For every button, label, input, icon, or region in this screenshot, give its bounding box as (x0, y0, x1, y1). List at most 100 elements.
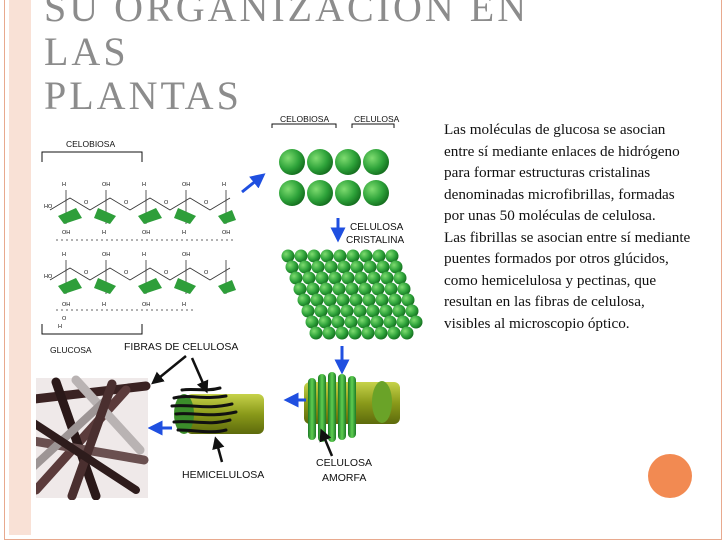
svg-text:O: O (124, 200, 129, 206)
crystal-sphere (324, 260, 338, 274)
crystal-sphere (361, 326, 375, 340)
crystal-sphere (357, 315, 371, 329)
crystal-sphere (315, 271, 329, 285)
crystal-sphere (393, 271, 407, 285)
svg-text:O: O (84, 270, 89, 276)
crystal-sphere (319, 282, 333, 296)
svg-text:O: O (204, 270, 209, 276)
svg-text:H: H (58, 324, 62, 330)
svg-text:OH: OH (102, 182, 110, 188)
crystal-sphere (337, 260, 351, 274)
celobiosa-spheres (279, 149, 389, 206)
crystal-sphere (400, 326, 414, 340)
crystal-sphere (340, 304, 354, 318)
pointer-celulosa-amorfa (319, 428, 334, 457)
crystal-sphere (388, 293, 402, 307)
crystal-sphere (320, 249, 334, 263)
crystal-sphere (285, 260, 299, 274)
crystal-sphere (385, 249, 399, 263)
crystal-sphere (370, 315, 384, 329)
svg-text:OH: OH (142, 230, 150, 236)
crystal-sphere (392, 304, 406, 318)
slide-frame (4, 0, 722, 540)
label-glucosa: GLUCOSA (50, 345, 92, 355)
svg-text:OH: OH (182, 252, 190, 258)
crystal-sphere (311, 260, 325, 274)
crystal-sphere (323, 293, 337, 307)
svg-text:OH: OH (222, 230, 230, 236)
crystal-sphere (384, 282, 398, 296)
svg-text:H: H (142, 252, 146, 258)
crystal-sphere (294, 249, 308, 263)
crystal-sphere (297, 293, 311, 307)
label-celobiosa-left: CELOBIOSA (66, 139, 115, 149)
label-celulosa-cristalina: CELULOSA CRISTALINA (346, 222, 404, 246)
crystal-sphere (409, 315, 423, 329)
svg-text:HO: HO (44, 204, 53, 210)
crystal-sphere (362, 293, 376, 307)
svg-text:O: O (164, 200, 169, 206)
svg-text:O: O (124, 270, 129, 276)
crystal-sphere (335, 326, 349, 340)
crystalline-cellulose-block (281, 249, 423, 340)
crystal-sphere (350, 260, 364, 274)
microfibril-bundle (304, 372, 400, 442)
crystal-sphere (305, 315, 319, 329)
pointer-fibras (151, 355, 187, 385)
crystal-sphere (367, 271, 381, 285)
arrow-molecule-to-balls (241, 173, 266, 194)
crystal-sphere (353, 304, 367, 318)
crystal-sphere (376, 260, 390, 274)
svg-text:HO: HO (44, 274, 53, 280)
crystal-sphere (387, 326, 401, 340)
crystal-sphere (354, 271, 368, 285)
crystal-sphere (348, 326, 362, 340)
paragraph-microfibrillas: Las moléculas de glucosa se asocian entr… (444, 121, 680, 224)
crystal-sphere (341, 271, 355, 285)
crystal-sphere (333, 249, 347, 263)
crystal-sphere (289, 271, 303, 285)
crystal-sphere (293, 282, 307, 296)
svg-text:CELULOSA: CELULOSA (350, 222, 404, 233)
svg-text:CELULOSA: CELULOSA (354, 114, 400, 124)
crystal-sphere (405, 304, 419, 318)
crystal-sphere (372, 249, 386, 263)
label-fibras-de-celulosa: FIBRAS DE CELULOSA (124, 341, 238, 353)
svg-text:O: O (62, 316, 67, 322)
crystal-sphere (336, 293, 350, 307)
crystal-sphere (366, 304, 380, 318)
crystal-sphere (345, 282, 359, 296)
crystal-sphere (396, 315, 410, 329)
svg-text:O: O (164, 270, 169, 276)
pointer-hemicelulosa-top (190, 357, 209, 394)
svg-text:CELULOSA: CELULOSA (316, 457, 372, 469)
crystal-sphere (307, 249, 321, 263)
crystal-sphere (309, 326, 323, 340)
svg-text:H: H (62, 182, 66, 188)
svg-text:AMORFA: AMORFA (322, 472, 366, 484)
crystal-sphere (331, 315, 345, 329)
crystal-sphere (327, 304, 341, 318)
title-line-2: PLANTAS (44, 73, 242, 118)
decorative-side-strip (9, 0, 31, 535)
crystal-sphere (349, 293, 363, 307)
slide-title: SU ORGANIZACIÓN EN LAS PLANTAS (44, 0, 604, 118)
crystal-sphere (379, 304, 393, 318)
crystal-sphere (371, 282, 385, 296)
crystal-sphere (359, 249, 373, 263)
label-celulosa-top: CELULOSA (351, 114, 400, 128)
crystal-sphere (401, 293, 415, 307)
crystal-sphere (358, 282, 372, 296)
label-hemicelulosa: HEMICELULOSA (182, 469, 264, 481)
hemicellulose-bundle (170, 386, 264, 434)
svg-text:O: O (84, 200, 89, 206)
crystal-sphere (301, 304, 315, 318)
crystal-sphere (302, 271, 316, 285)
crystal-sphere (318, 315, 332, 329)
crystal-sphere (389, 260, 403, 274)
svg-text:H: H (142, 182, 146, 188)
svg-text:OH: OH (182, 182, 190, 188)
crystal-sphere (374, 326, 388, 340)
svg-text:OH: OH (142, 302, 150, 308)
